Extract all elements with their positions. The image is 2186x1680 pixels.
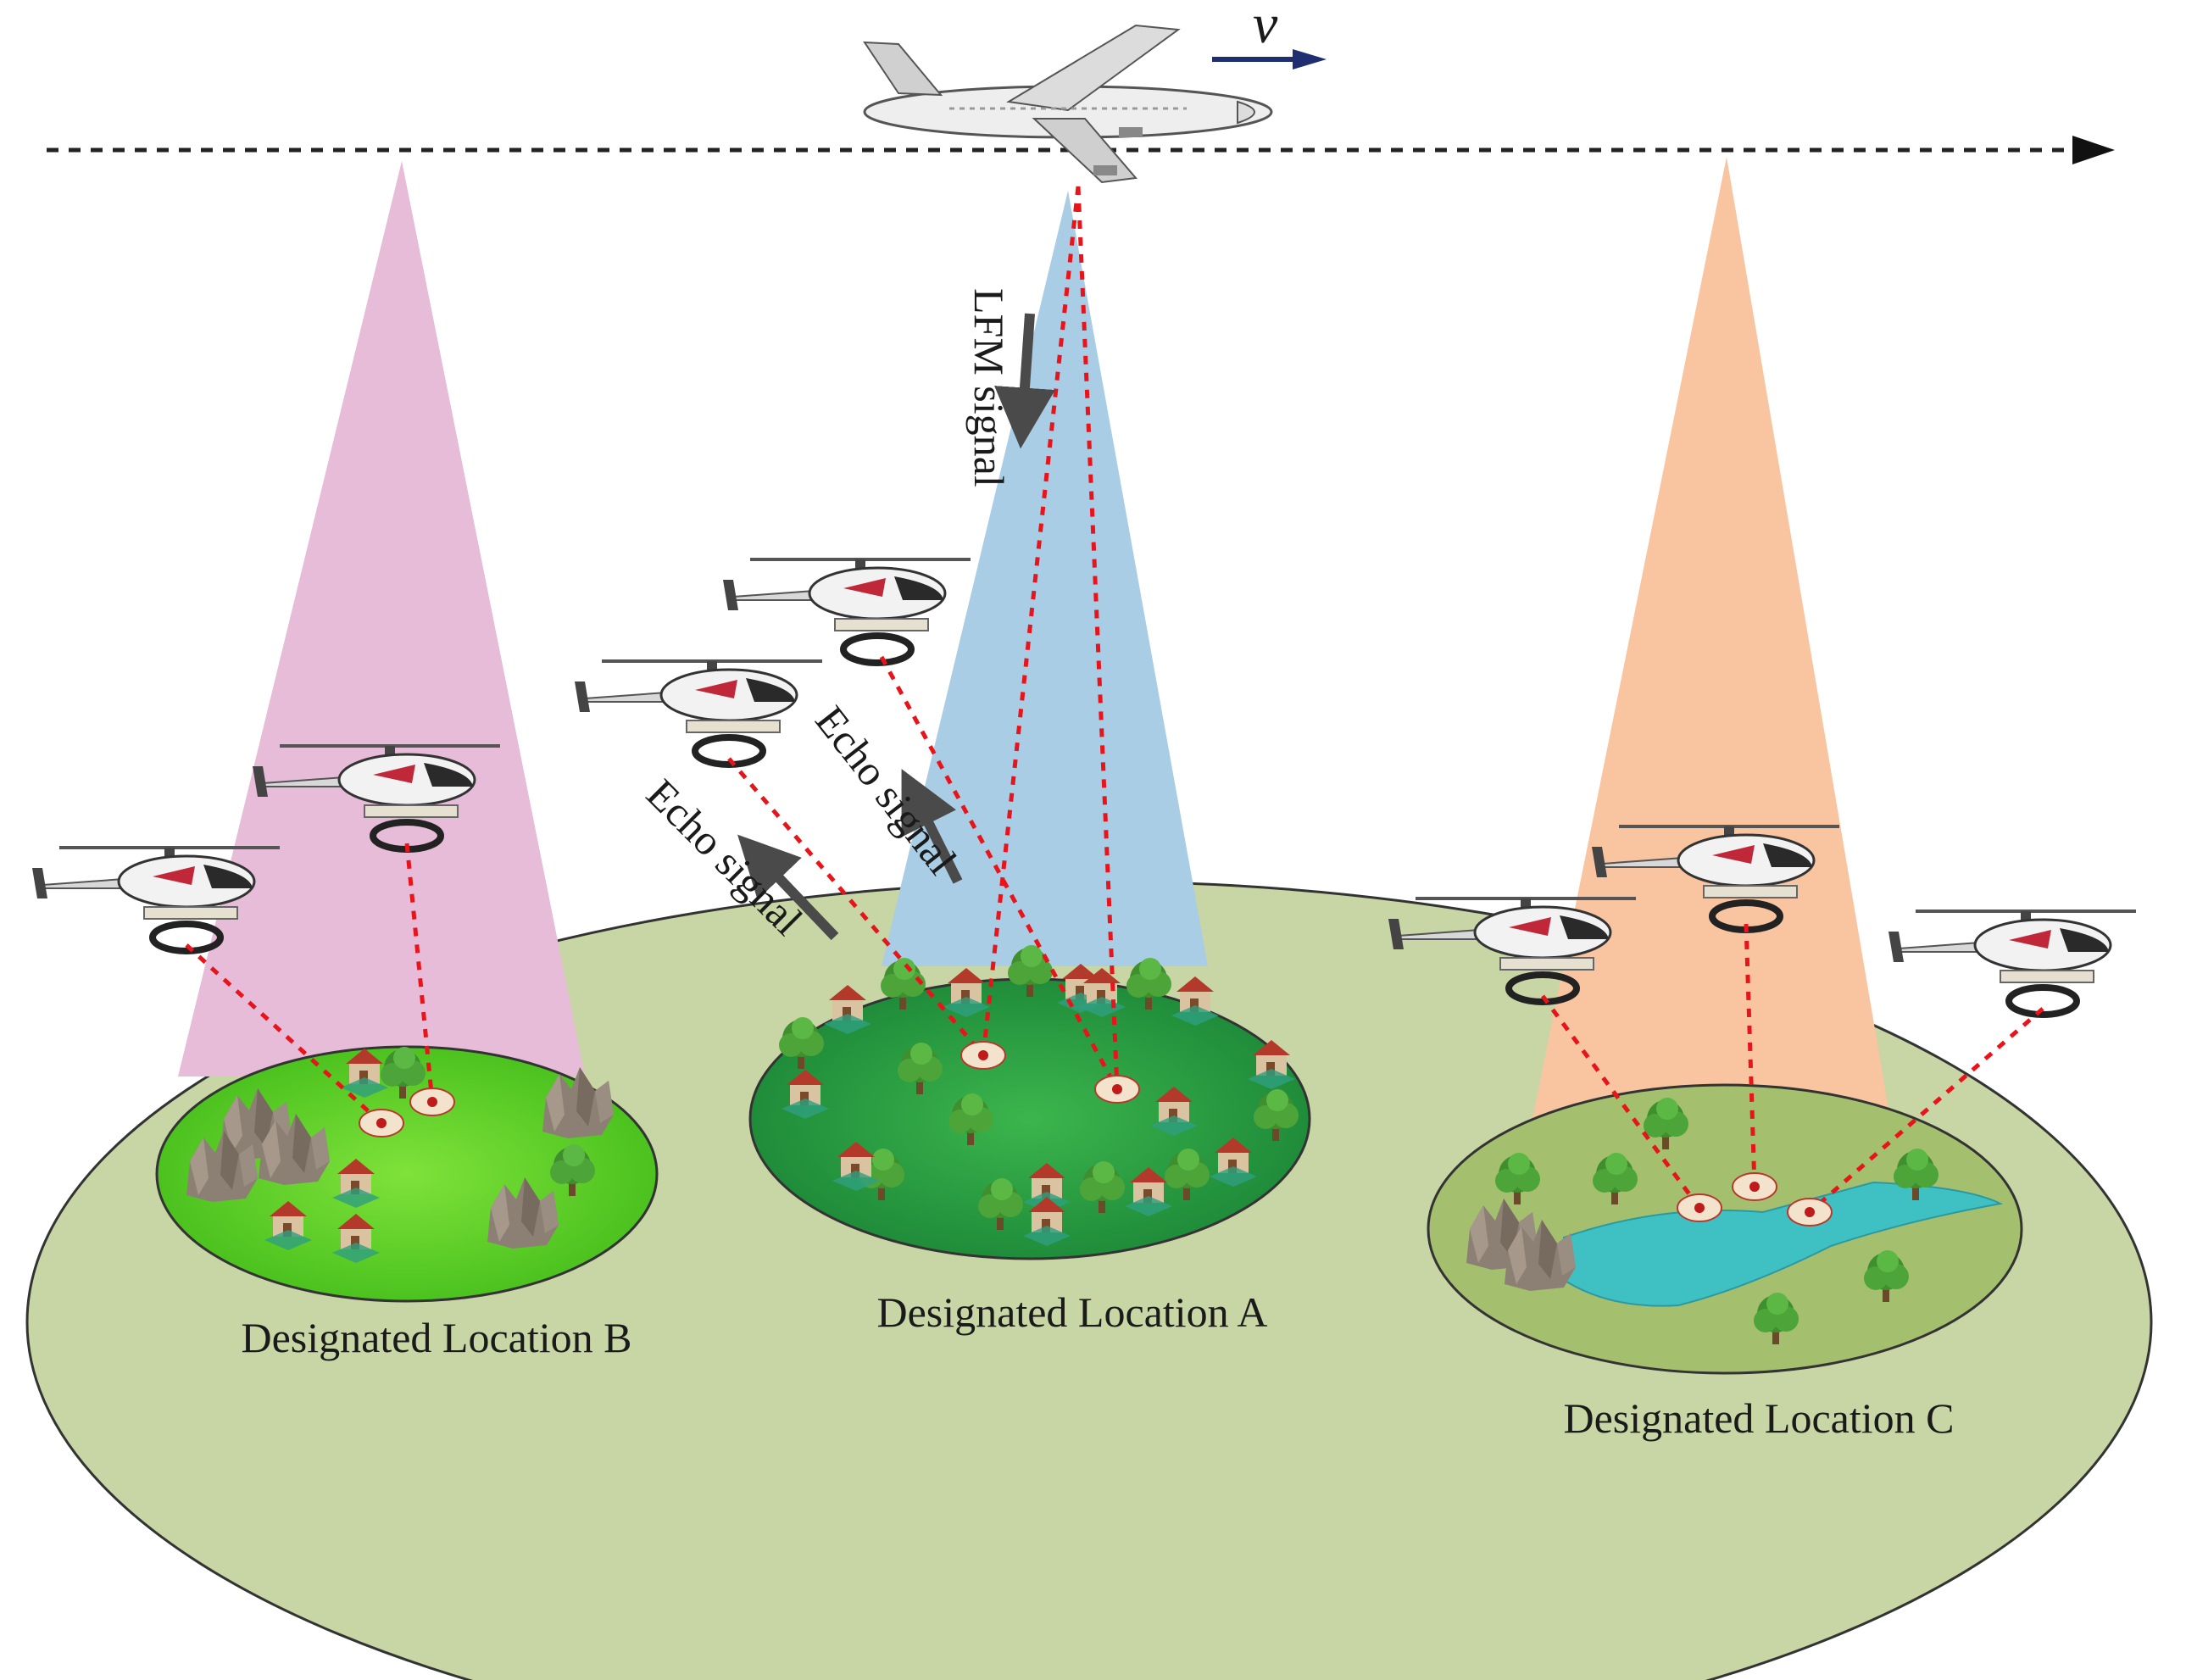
beam-a: [882, 191, 1208, 966]
target-c2: [1732, 1172, 1777, 1201]
location-b-area: [155, 1045, 659, 1303]
helicopter-a2-icon: [723, 559, 971, 663]
flight-path-arrowhead: [2072, 136, 2115, 164]
echo-arrow-2: [737, 834, 839, 941]
beam-b: [178, 161, 585, 1076]
beam-c: [1532, 157, 1890, 1119]
velocity-label: v: [1253, 0, 1278, 55]
lfm-arrow: [994, 313, 1055, 449]
target-a1: [960, 1041, 1006, 1070]
target-a2: [1094, 1075, 1140, 1104]
aircraft-icon: [863, 24, 1273, 184]
location-a-area: [748, 945, 1311, 1260]
location-b-label: Designated Location B: [242, 1314, 632, 1361]
target-b2: [409, 1088, 455, 1116]
helicopter-c3-icon: [1888, 911, 2136, 1015]
lfm-signal-label: LFM signal: [965, 288, 1013, 487]
target-c3: [1787, 1198, 1833, 1227]
target-c1: [1677, 1193, 1722, 1222]
location-a-label: Designated Location A: [877, 1288, 1268, 1336]
signal-lines: [185, 186, 2044, 1214]
location-c-label: Designated Location C: [1564, 1394, 1955, 1442]
target-b1: [359, 1109, 404, 1138]
helicopter-a1-icon: [575, 661, 822, 765]
location-c-area: [1427, 1083, 2023, 1375]
velocity-arrowhead: [1293, 49, 1327, 70]
echo-arrow-1: [901, 769, 963, 884]
